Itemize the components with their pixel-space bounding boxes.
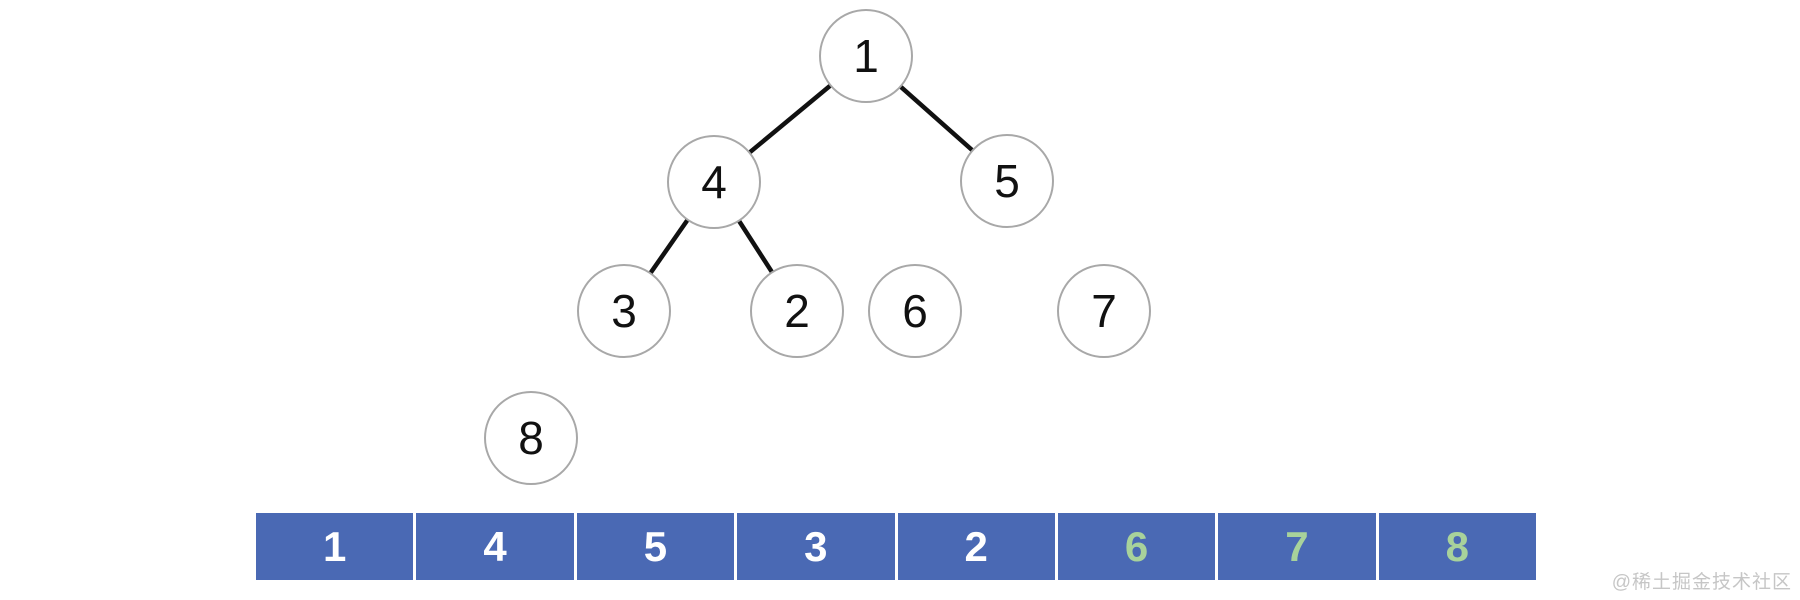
watermark: @稀土掘金技术社区: [1611, 572, 1792, 593]
tree-node-label: 1: [853, 30, 879, 82]
tree-node-label: 8: [518, 412, 544, 464]
array-cell-3: 3: [737, 513, 895, 580]
array-cell-7: 8: [1378, 513, 1536, 580]
tree-node-circle: [750, 264, 844, 358]
array-cell-1: 4: [416, 513, 574, 580]
tree-node-5: 5: [960, 134, 1054, 228]
tree-node-label: 7: [1091, 285, 1117, 337]
tree-node-label: 6: [902, 285, 928, 337]
tree-node-4: 4: [667, 135, 761, 229]
tree-node-circle: [484, 391, 578, 485]
tree-node-1: 1: [819, 9, 913, 103]
tree-node-label: 4: [701, 156, 727, 208]
tree-node-3: 3: [577, 264, 671, 358]
array-cell-6: 7: [1218, 513, 1376, 580]
tree-node-circle: [577, 264, 671, 358]
tree-node-7: 7: [1057, 264, 1151, 358]
tree-node-8: 8: [484, 391, 578, 485]
tree-node-circle: [1057, 264, 1151, 358]
array-cell-0: 1: [256, 513, 414, 580]
tree-node-label: 3: [611, 285, 637, 337]
tree-node-circle: [868, 264, 962, 358]
tree-node-circle: [667, 135, 761, 229]
tree-node-circle: [960, 134, 1054, 228]
array-cell-4: 2: [897, 513, 1055, 580]
tree-node-circle: [819, 9, 913, 103]
tree-node-label: 5: [994, 155, 1020, 207]
array-cell-5: 6: [1057, 513, 1216, 580]
tree-node-6: 6: [868, 264, 962, 358]
array-cell-2: 5: [576, 513, 735, 580]
tree-node-2: 2: [750, 264, 844, 358]
tree-node-label: 2: [784, 285, 810, 337]
